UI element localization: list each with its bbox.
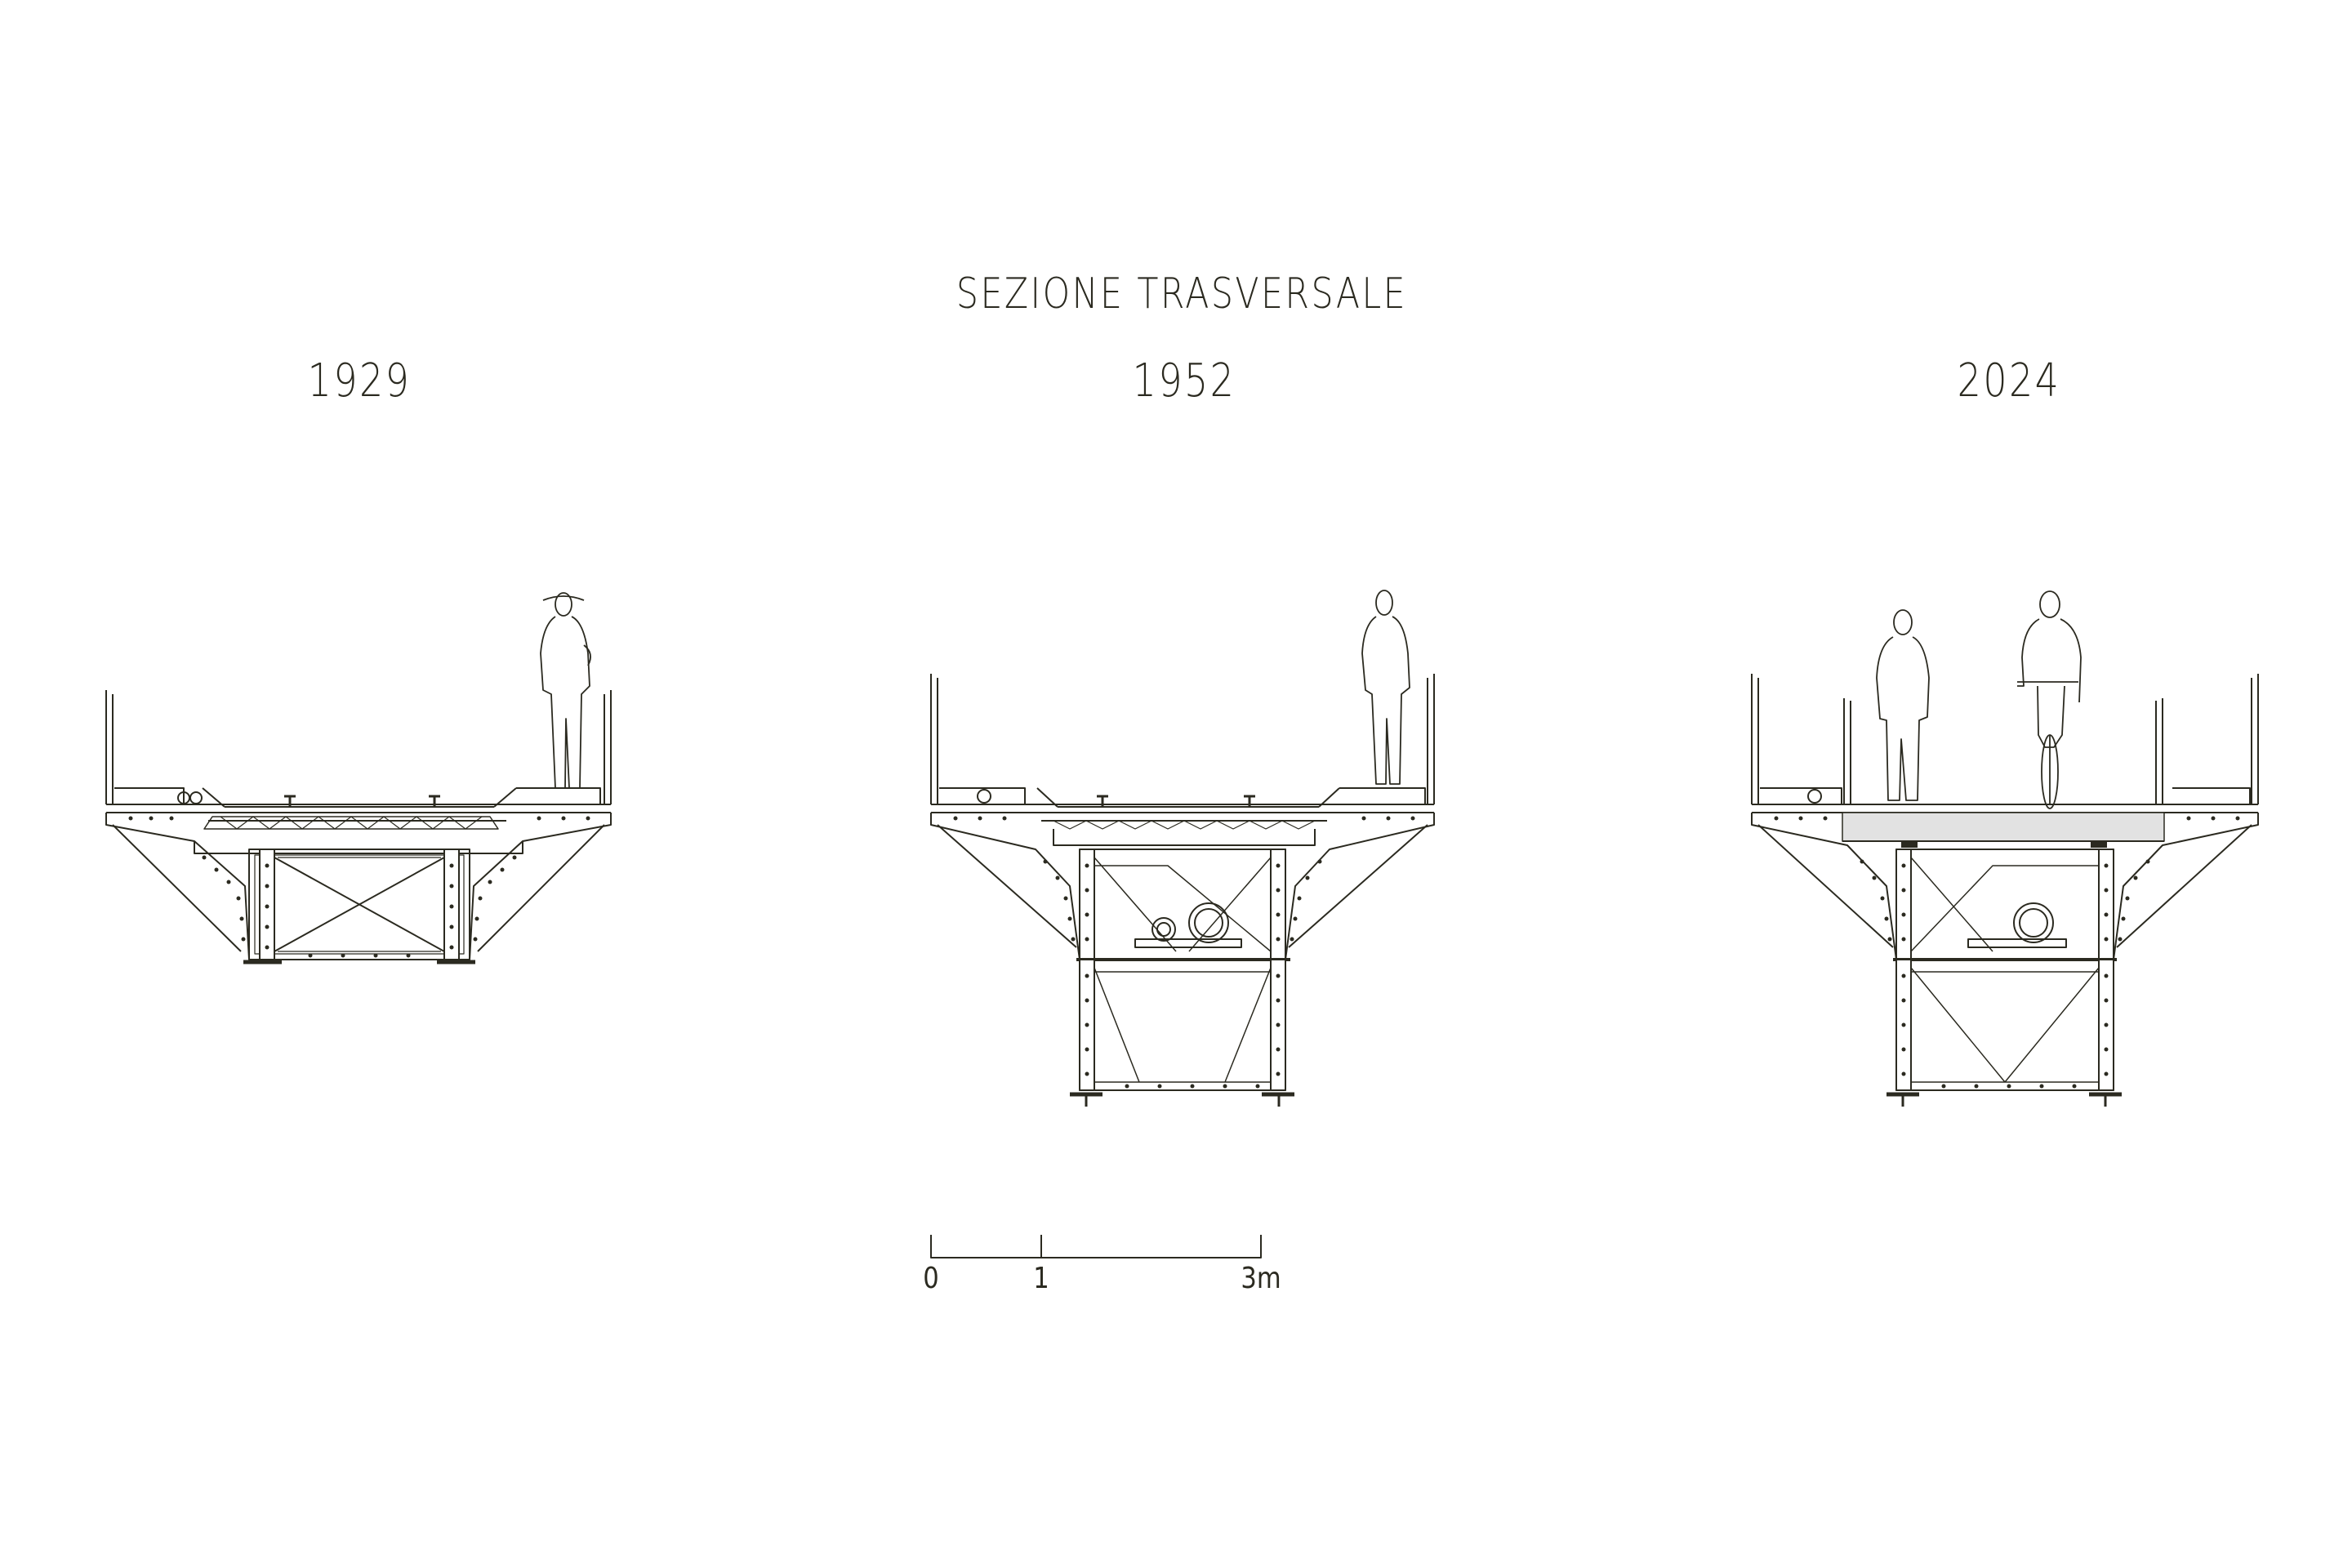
pedestrian-icon [1876, 609, 1930, 801]
cantilever-outline [930, 813, 1435, 960]
rivets [1774, 816, 2240, 1089]
scale-tick-3m: 3m [1241, 1262, 1281, 1295]
section-1952 [930, 590, 1435, 1107]
section-2024 [1751, 590, 2259, 1107]
year-label-1952: 1952 [1132, 354, 1236, 408]
railing-posts [105, 690, 612, 804]
sheet-title: SEZIONE TRASVERSALE [956, 270, 1408, 318]
scale-tick-1: 1 [1033, 1262, 1049, 1295]
rivets [953, 816, 1415, 1089]
brace [1910, 857, 2099, 952]
cantilever-outline [105, 813, 612, 960]
person-with-hat-icon [540, 592, 591, 789]
rail-icon [284, 795, 440, 807]
scale-bar [930, 1235, 1262, 1258]
inner-railing-posts [1843, 698, 2163, 804]
deck-top [1752, 804, 2258, 813]
deck-top [931, 804, 1434, 813]
lower-brace [1910, 967, 2100, 1083]
lower-box [1079, 959, 1286, 1091]
cross-brace [274, 857, 445, 952]
main-box [248, 849, 470, 960]
rivets [128, 816, 590, 958]
year-label-1929: 1929 [307, 354, 412, 408]
year-label-2024: 2024 [1957, 354, 2061, 408]
deck-top [106, 804, 611, 813]
cantilever-outline [1751, 813, 2259, 960]
lower-box [1895, 959, 2114, 1091]
deck-truss-panel [203, 816, 499, 830]
person-icon [1361, 590, 1410, 785]
rail-icon [1097, 795, 1255, 807]
lower-brace [1094, 967, 1272, 1083]
cyclist-icon [2017, 590, 2082, 809]
outer-railing-posts [1751, 674, 2259, 804]
section-1929 [105, 592, 612, 964]
new-deck-slab [1842, 812, 2165, 842]
brace [1094, 857, 1272, 952]
scale-tick-0: 0 [923, 1262, 939, 1295]
railing-posts [930, 674, 1435, 804]
